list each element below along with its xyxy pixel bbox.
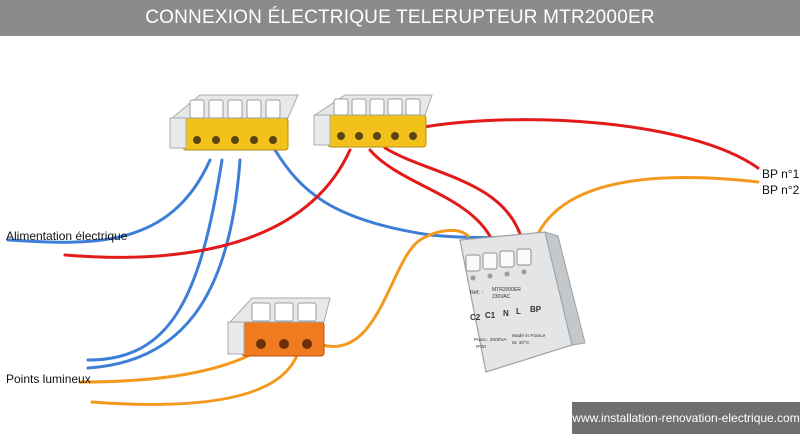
wago-connector-yellow-1 <box>169 94 299 151</box>
orange-wire-bp2 <box>533 176 760 242</box>
red-wire-bp1 <box>416 118 760 170</box>
red-wire-phase-module-2 <box>383 146 524 242</box>
module-terminal-c2: C2 <box>470 313 481 322</box>
website-url: www.installation-renovation-electrique.c… <box>572 411 800 425</box>
label-bp1: BP n°1 <box>762 167 800 181</box>
module-markings: Réf. : MTR2000ER 230VAC Puiss.: 2000VA M… <box>470 287 546 350</box>
module-ref-label: Réf. : <box>470 290 484 296</box>
module-power: Puiss.: 2000VA <box>474 337 507 343</box>
module-temperature: ta: 40°C <box>512 340 530 346</box>
orange-wire-lamp-return <box>320 229 470 349</box>
website-footer: www.installation-renovation-electrique.c… <box>572 402 800 434</box>
red-wire-phase-module-1 <box>368 148 494 242</box>
wago-connector-orange <box>227 297 331 357</box>
module-ip: IP20 <box>476 344 486 350</box>
orange-wire-point-2 <box>90 343 302 406</box>
label-points-lumineux: Points lumineux <box>6 372 91 386</box>
module-terminals <box>465 248 532 272</box>
module-voltage: 230VAC <box>492 294 511 300</box>
orange-wires <box>78 176 760 406</box>
label-bp2: BP n°2 <box>762 183 800 197</box>
diagram-title: CONNEXION ÉLECTRIQUE TELERUPTEUR MTR2000… <box>145 7 655 28</box>
blue-wire-point-2 <box>86 158 242 370</box>
title-bar: CONNEXION ÉLECTRIQUE TELERUPTEUR MTR2000… <box>0 0 800 36</box>
module-terminal-n: N <box>503 309 509 318</box>
blue-wire-alimentation <box>6 158 212 244</box>
wago-connector-yellow-2 <box>313 94 433 148</box>
red-wire-alimentation <box>63 148 352 259</box>
module-made-in: Made in France <box>512 333 546 339</box>
label-alimentation: Alimentation électrique <box>6 229 128 243</box>
teleruptor-module: Réf. : MTR2000ER 230VAC Puiss.: 2000VA M… <box>459 231 586 373</box>
module-terminal-c1: C1 <box>485 311 496 320</box>
module-terminal-bp: BP <box>530 305 542 314</box>
blue-wire-neutral-module <box>273 148 507 242</box>
module-terminal-l: L <box>516 307 521 316</box>
module-model: MTR2000ER <box>492 287 521 293</box>
red-wires <box>63 118 760 259</box>
blue-wire-point-1 <box>86 158 224 362</box>
